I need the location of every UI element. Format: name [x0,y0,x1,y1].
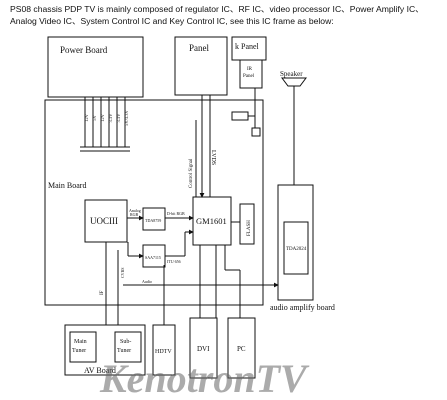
gm1601-label: GM1601 [196,216,227,226]
tda2024-label: TDA2024 [286,247,307,252]
main-tuner-label-2: Tuner [72,348,86,354]
tda2024-chip [283,221,309,275]
flash-label: FLASH [247,220,252,236]
control-signal-label: Control Signal [189,158,194,188]
k-connector [231,111,249,121]
k-panel-label: k Panel [235,42,260,51]
gm1601-chip [192,196,232,246]
analog-rgb-label-1: Analog [129,208,141,213]
panel-box [174,36,228,96]
tda8759-label: TDA8759 [145,218,161,223]
intro-text: PS08 chassis PDP TV is mainly composed o… [10,4,424,26]
analog-rgb-label-2: RGB [130,212,139,217]
pc-box [227,317,256,379]
main-board-label: Main Board [48,181,86,190]
power-rail-label: 3.3V [116,113,121,123]
itu656-label: ITU 656 [167,259,181,264]
ir-panel-box [239,59,263,89]
av-board-label: AV Board [84,366,116,375]
audio-label: Audio [142,279,152,284]
cvbs-label: CVBS [120,268,125,278]
speaker-label: Speaker [280,70,303,78]
dvi-label: DVI [197,345,210,353]
main-tuner-label-1: Main [74,339,87,345]
flash-chip [239,203,255,245]
power-rail-label: 12V [84,113,89,122]
power-board-label: Power Board [60,45,108,55]
power-rail-label: 5V [92,115,97,121]
power-rail-label: 12V [100,113,105,122]
panel-label: Panel [189,43,209,53]
audio-amp-board-label: audio amplify board [270,303,335,312]
power-board-box [47,36,144,98]
main-board-box [44,99,264,306]
speaker-shape [281,77,307,87]
lvds-label: LVDS [210,150,216,165]
pc-label: PC [237,345,246,353]
audio-amp-board-box [277,184,314,301]
sub-tuner-box [114,331,142,363]
if-label: IF [100,290,105,295]
saa7115-label: SAA7115 [145,255,161,260]
sub-tuner-label-2: Tuner [117,348,131,354]
dvi-box [189,317,218,379]
ir-panel-label-1: IR [247,67,253,72]
watermark-text: KenotronTV [99,356,310,400]
main-tuner-box [69,331,97,363]
digital-rgb-label: D-bit RGB [167,211,185,216]
ir-connector [251,127,261,137]
power-rail-lines [80,97,130,152]
ir-panel-label-2: Panel [243,74,255,79]
power-rail-label: 5V/3.3V [124,109,129,125]
sub-tuner-label-1: Sub- [120,339,131,345]
power-rail-label: 3.3V [108,113,113,123]
av-board-box [64,324,146,376]
hdtv-label: HDTV [155,349,172,355]
uoc-label: UOCIII [90,216,118,226]
